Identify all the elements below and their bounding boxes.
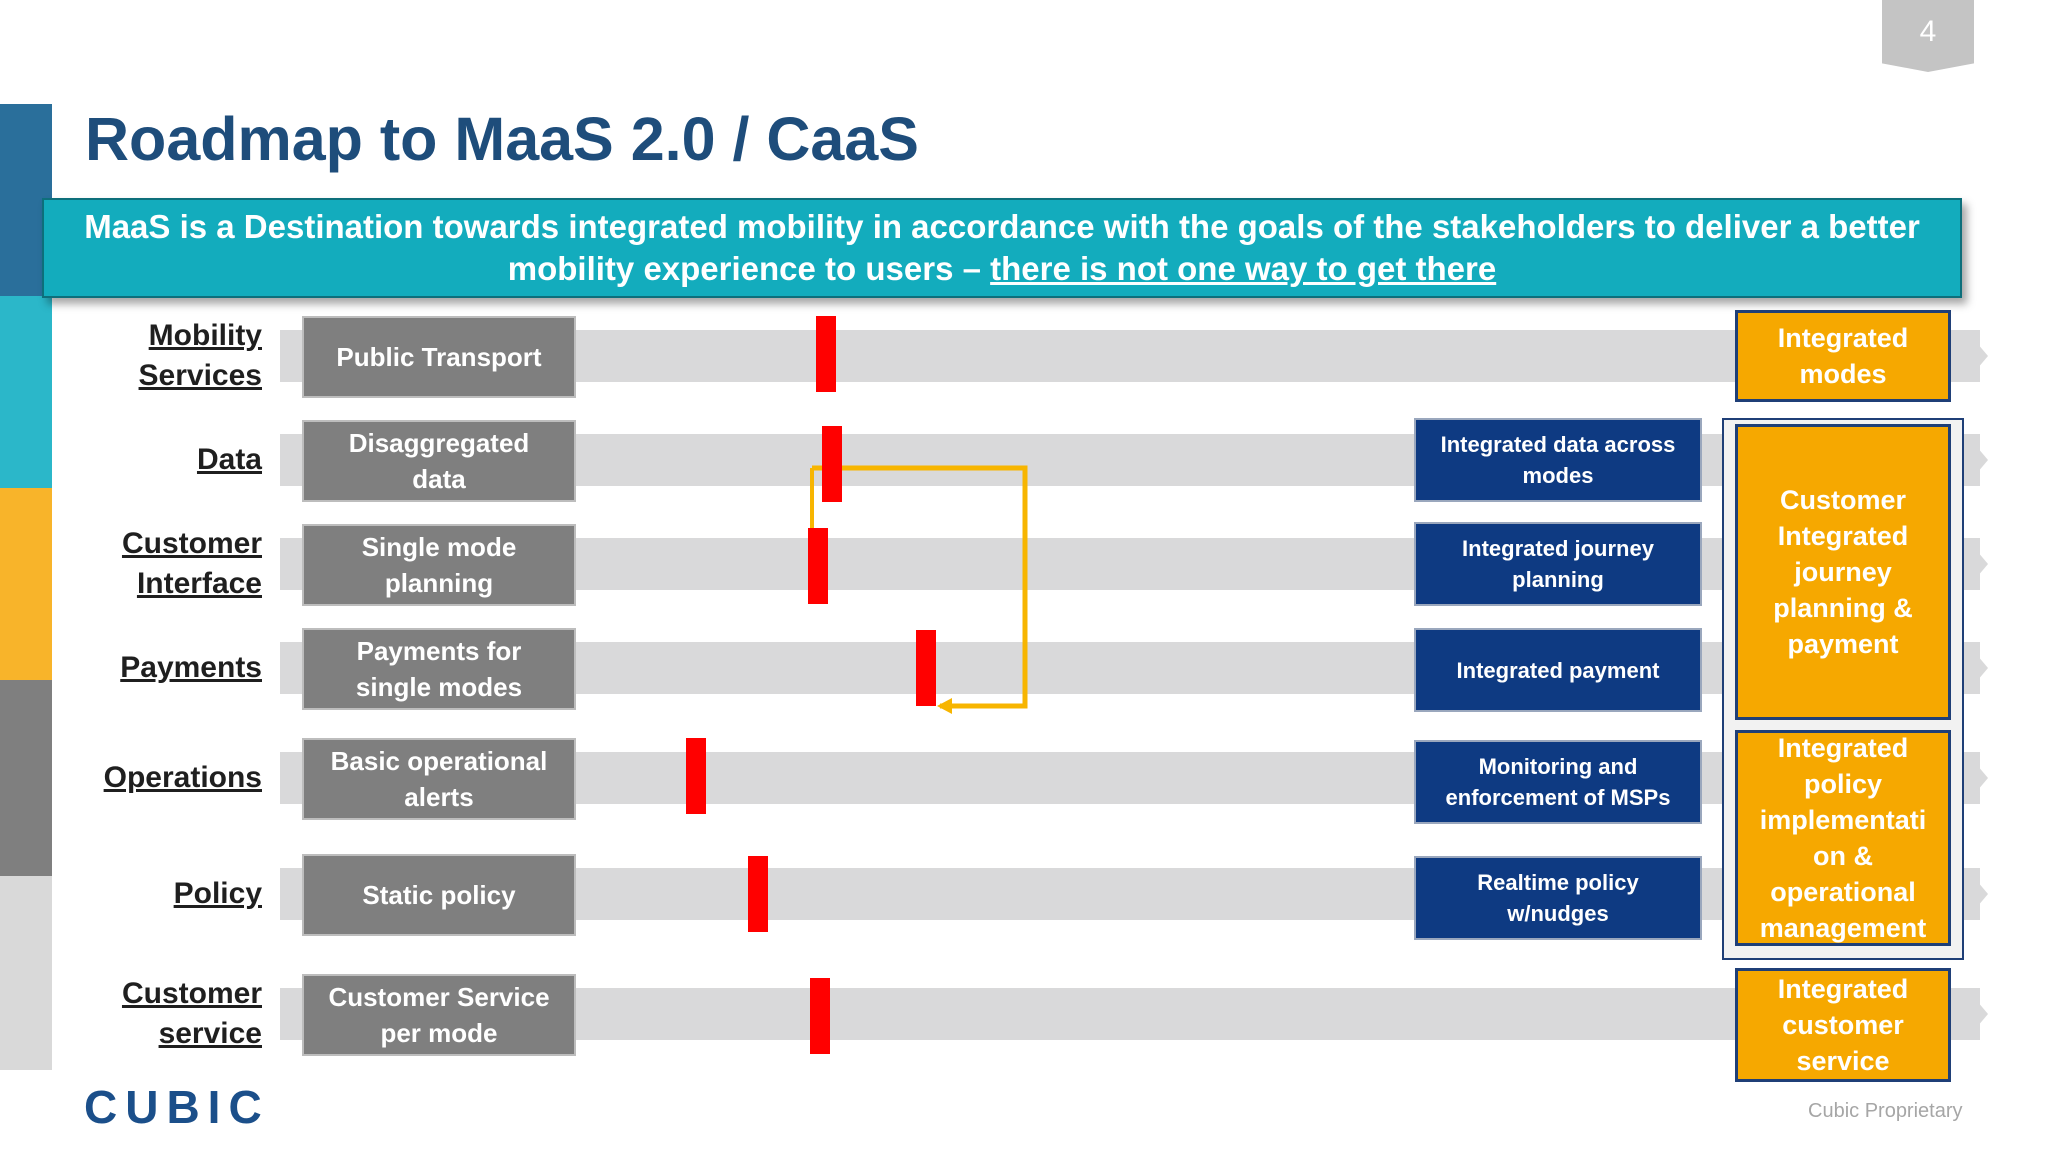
- destination-customer-journey: Customer Integrated journey planning & p…: [1735, 424, 1951, 720]
- progress-marker-customer-interface: [808, 528, 828, 604]
- track-arrowhead: [1966, 752, 1988, 804]
- target-state-customer-interface: Integrated journey planning: [1414, 522, 1702, 606]
- summary-banner: MaaS is a Destination towards integrated…: [42, 198, 1962, 298]
- target-state-policy: Realtime policy w/nudges: [1414, 856, 1702, 940]
- current-state-operations: Basic operational alerts: [302, 738, 576, 820]
- progress-marker-payments: [916, 630, 936, 706]
- page-number-badge: 4: [1882, 0, 1974, 72]
- current-state-mobility-services: Public Transport: [302, 316, 576, 398]
- track-arrowhead: [1966, 330, 1988, 382]
- accent-strip-yellow: [0, 488, 52, 680]
- row-label-payments: Payments: [120, 651, 262, 684]
- progress-marker-mobility-services: [816, 316, 836, 392]
- row-label-data: Data: [196, 443, 262, 476]
- current-state-payments: Payments for single modes: [302, 628, 576, 710]
- progress-marker-data: [822, 426, 842, 502]
- connector-line: [812, 465, 1028, 709]
- track-arrowhead: [1966, 868, 1988, 920]
- row-label-operations: Operations: [103, 761, 262, 794]
- destination-customer-service: Integrated customer service: [1735, 968, 1951, 1082]
- current-state-customer-interface: Single mode planning: [302, 524, 576, 606]
- banner-emphasis: there is not one way to get there: [990, 250, 1497, 287]
- current-state-policy: Static policy: [302, 854, 576, 936]
- row-label-customer-service: Customer service: [121, 977, 262, 1050]
- row-label-mobility-services: Mobility Services: [138, 319, 262, 392]
- destination-integrated-modes: Integrated modes: [1735, 310, 1951, 402]
- connector-arrowhead: [937, 698, 952, 714]
- accent-strip-grey: [0, 680, 52, 876]
- current-state-data: Disaggregated data: [302, 420, 576, 502]
- progress-marker-customer-service: [810, 978, 830, 1054]
- row-label-customer-interface: Customer Interface: [121, 527, 262, 600]
- track-arrowhead: [1966, 988, 1988, 1040]
- destination-policy-management: Integrated policy implementati on & oper…: [1735, 730, 1951, 946]
- track-arrowhead: [1966, 538, 1988, 590]
- accent-strip-lightgrey: [0, 876, 52, 1070]
- track-arrowhead: [1966, 642, 1988, 694]
- target-state-data: Integrated data across modes: [1414, 418, 1702, 502]
- target-state-operations: Monitoring and enforcement of MSPs: [1414, 740, 1702, 824]
- track-arrowhead: [1966, 434, 1988, 486]
- current-state-customer-service: Customer Service per mode: [302, 974, 576, 1056]
- accent-strip-teal: [0, 296, 52, 488]
- progress-marker-operations: [686, 738, 706, 814]
- target-state-payments: Integrated payment: [1414, 628, 1702, 712]
- row-label-policy: Policy: [173, 877, 262, 910]
- page-title: Roadmap to MaaS 2.0 / CaaS: [85, 105, 919, 173]
- progress-marker-policy: [748, 856, 768, 932]
- banner-text: MaaS is a Destination towards integrated…: [84, 208, 1920, 287]
- cubic-logo: CUBIC: [84, 1081, 270, 1133]
- footer-proprietary-note: Cubic Proprietary: [1808, 1100, 1963, 1122]
